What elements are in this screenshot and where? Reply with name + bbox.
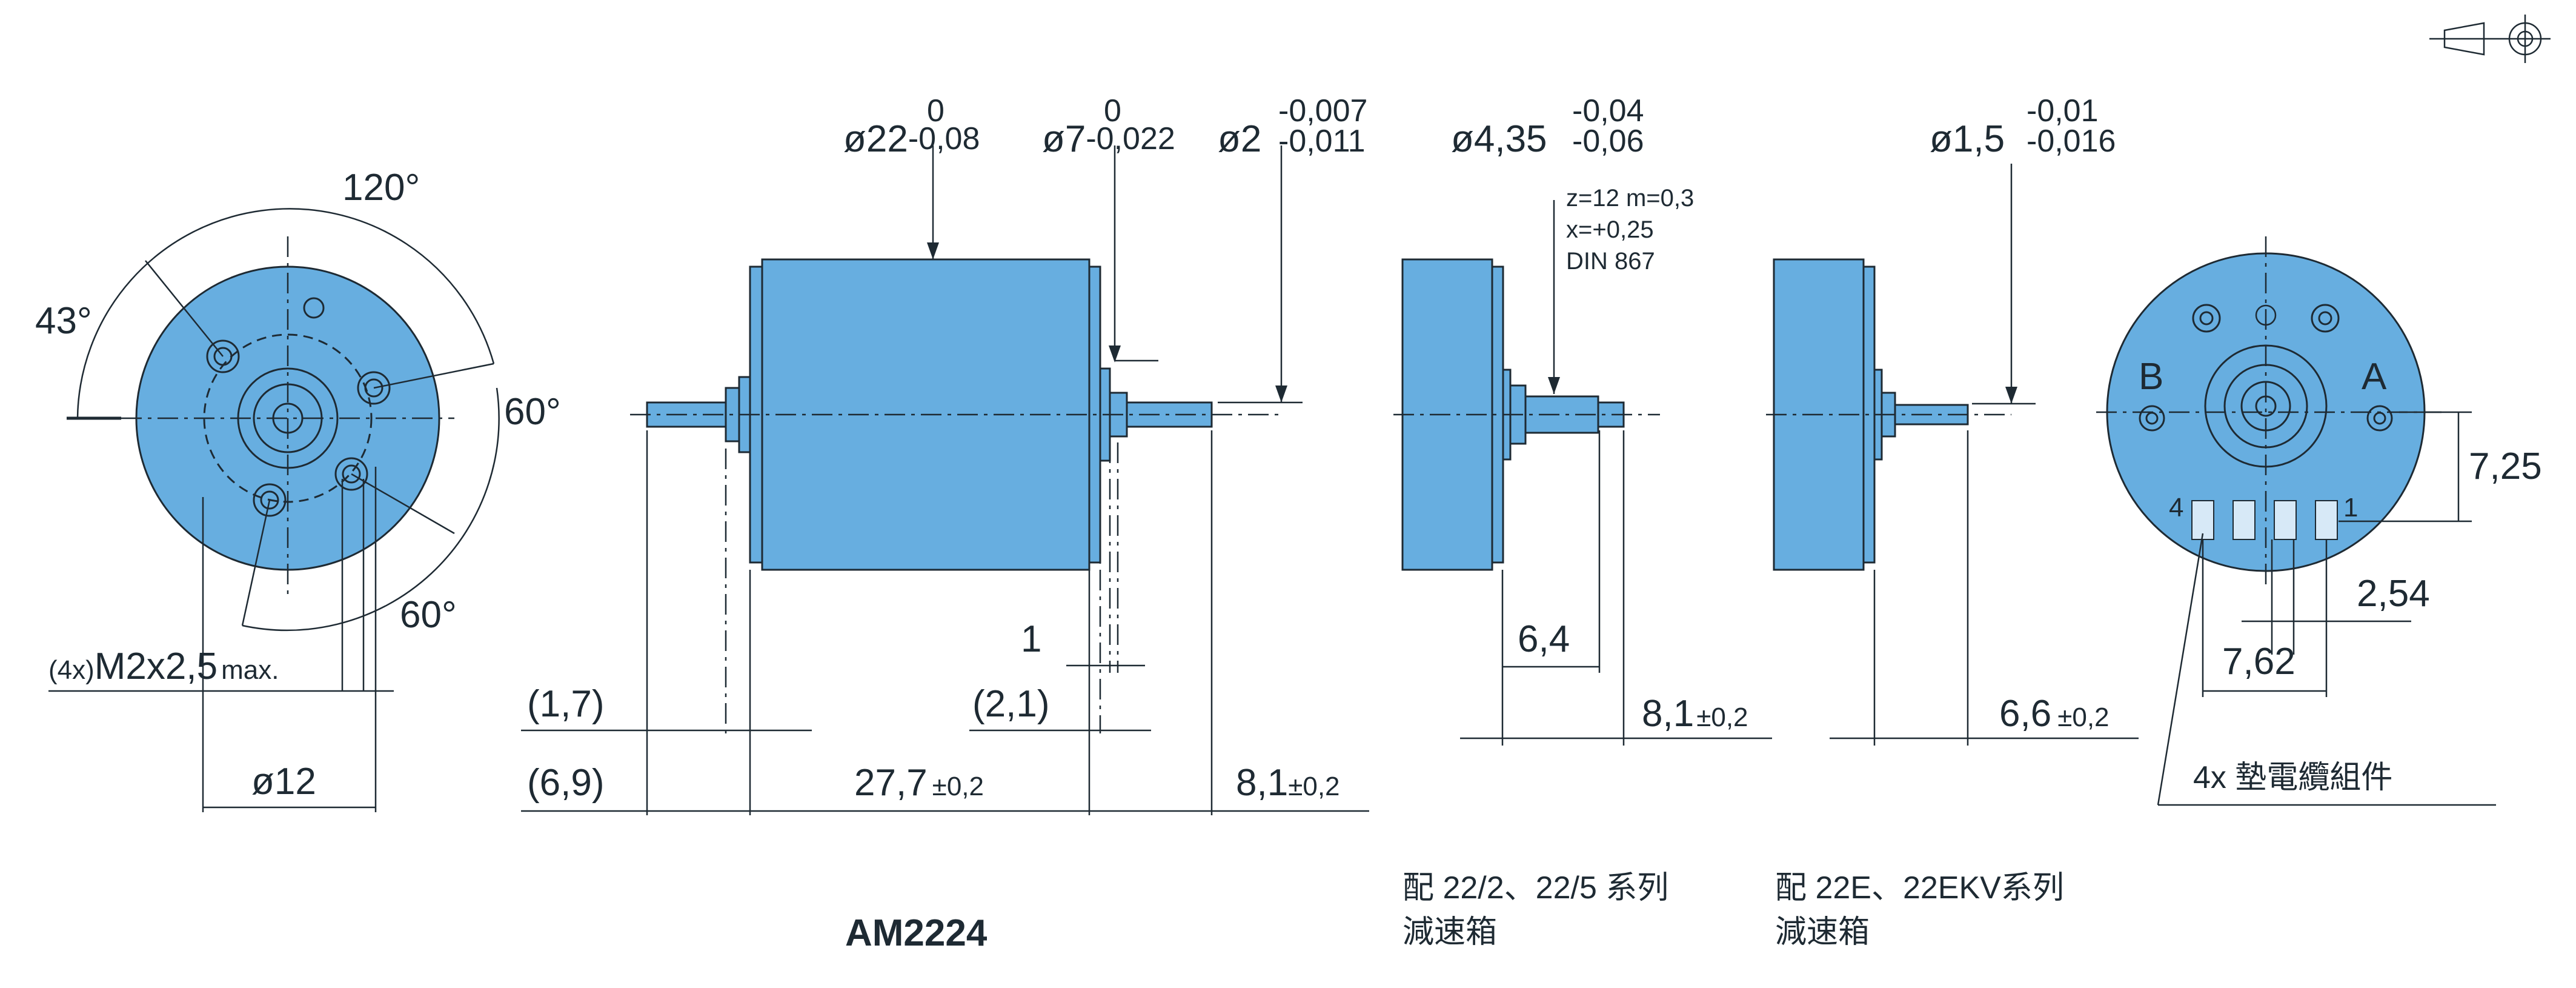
connector-pad <box>2274 500 2297 540</box>
mounting-hole <box>357 371 391 405</box>
variant-22e-total-tol: ±0,2 <box>2057 703 2109 732</box>
variant-22e-caption-2: 減速箱 <box>1775 915 1870 950</box>
pin-4-label: 4 <box>2169 493 2183 522</box>
dim-7-25-label: 7,25 <box>2469 446 2542 487</box>
connector-pad <box>2232 500 2256 540</box>
dim-1-label: 1 <box>1021 618 1041 660</box>
angle-label-60-right: 60° <box>504 391 561 433</box>
variant-22-2-caption-1: 配 22/2、22/5 系列 <box>1403 870 1668 906</box>
variant-22-2-total: 8,1 <box>1642 693 1694 735</box>
side-view: ø22-0,08 0 ø7-0,022 0 ø2 -0,007 -0,011 1… <box>521 93 1369 954</box>
shaft-diameter-value: ø1,5 <box>1930 118 2005 160</box>
body-length-tol: ±0,2 <box>932 772 984 801</box>
dim-7-62-label: 7,62 <box>2222 641 2295 683</box>
svg-text:8,1±0,2: 8,1±0,2 <box>1642 693 1748 735</box>
bore-diameter-label: ø12 <box>251 761 316 803</box>
svg-text:ø7-0,022: ø7-0,022 <box>1042 118 1175 160</box>
d7-lower-tol: -0,022 <box>1086 121 1175 156</box>
connector-pad <box>2315 500 2338 540</box>
variant-22-2-view: ø4,35 -0,04 -0,06 z=12 m=0,3 x=+0,25 DIN… <box>1393 93 1772 950</box>
variant-22-2-total-tol: ±0,2 <box>1696 703 1748 732</box>
angle-label-43: 43° <box>35 300 92 342</box>
svg-text:ø22-0,08: ø22-0,08 <box>843 118 980 160</box>
gear-spec-line2: x=+0,25 <box>1566 216 1654 243</box>
d7-value: ø7 <box>1042 118 1086 160</box>
first-angle-projection-icon <box>2429 15 2551 63</box>
variant-22e-total: 6,6 <box>1999 693 2051 735</box>
pinion-diameter-lower: -0,06 <box>1572 124 1644 159</box>
variant-22e-view: ø1,5 -0,01 -0,016 6,6±0,2 配 22E、22EKV系列 … <box>1766 93 2139 950</box>
d22-upper-tol: 0 <box>927 93 944 129</box>
brush-screw <box>2192 304 2221 333</box>
rear-view: B A 4 1 7,25 2,54 7,62 4x 墊電纜組件 <box>2096 236 2542 806</box>
mounting-hole <box>334 457 368 491</box>
dim-6-9-label: (6,9) <box>527 762 604 804</box>
terminal-a-label: A <box>2362 356 2387 398</box>
d22-value: ø22 <box>843 118 908 160</box>
body-length-label: 27,7 <box>854 762 928 804</box>
d22-lower-tol: -0,08 <box>908 121 980 156</box>
pin-1-label: 1 <box>2343 493 2358 522</box>
mounting-hole <box>206 339 240 373</box>
d2-upper-tol: -0,007 <box>1278 93 1367 129</box>
gear-spec-line3: DIN 867 <box>1566 248 1655 275</box>
pinion-diameter-upper: -0,04 <box>1572 93 1644 129</box>
mounting-hole <box>253 483 287 517</box>
gear-spec-line1: z=12 m=0,3 <box>1566 185 1694 212</box>
terminal-b-label: B <box>2139 356 2163 398</box>
d2-value: ø2 <box>1218 118 1261 160</box>
model-name: AM2224 <box>845 912 988 954</box>
angle-label-60-bottom: 60° <box>400 594 457 636</box>
pad-note: 4x 墊電纜組件 <box>2193 760 2392 795</box>
pinion-diameter-value: ø4,35 <box>1451 118 1547 160</box>
svg-text:ø4,35: ø4,35 <box>1451 118 1547 160</box>
svg-text:6,6±0,2: 6,6±0,2 <box>1999 693 2110 735</box>
dim-2-1-label: (2,1) <box>972 683 1049 725</box>
svg-text:27,7±0,2: 27,7±0,2 <box>854 762 984 804</box>
d2-lower-tol: -0,011 <box>1278 124 1366 159</box>
dim-2-54-label: 2,54 <box>2357 573 2430 615</box>
shaft-length-tol: ±0,2 <box>1288 772 1339 801</box>
dim-1-7-label: (1,7) <box>527 683 604 725</box>
brush-screw <box>2311 304 2340 333</box>
pinion-length-label: 6,4 <box>1518 618 1570 660</box>
angle-label-120: 120° <box>342 167 420 209</box>
svg-text:8,1±0,2: 8,1±0,2 <box>1236 762 1340 804</box>
shaft-diameter-upper: -0,01 <box>2027 93 2099 129</box>
variant-22e-caption-1: 配 22E、22EKV系列 <box>1775 870 2064 906</box>
shaft-length-label: 8,1 <box>1236 762 1288 804</box>
shaft-diameter-lower: -0,016 <box>2027 124 2116 159</box>
d7-upper-tol: 0 <box>1104 93 1121 129</box>
variant-22-2-caption-2: 減速箱 <box>1403 915 1497 950</box>
